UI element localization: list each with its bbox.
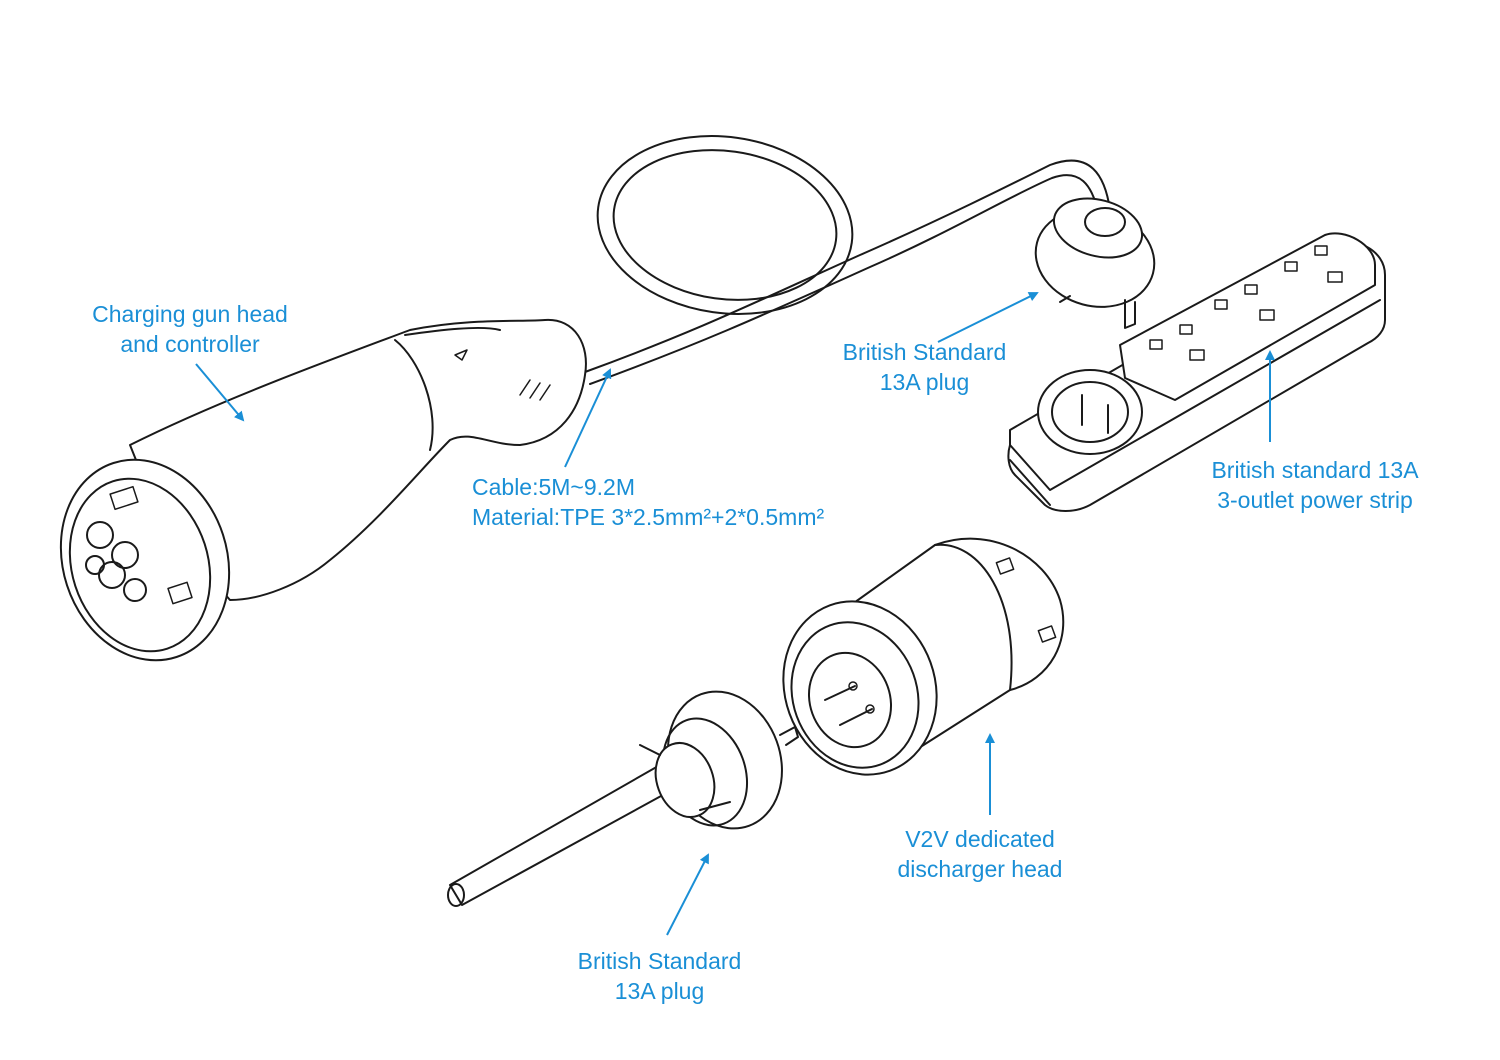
label-cable: Cable:5M~9.2M Material:TPE 3*2.5mm²+2*0.…	[472, 472, 872, 532]
label-discharger: V2V dedicated discharger head	[870, 824, 1090, 884]
label-top-plug-line1: British Standard	[842, 339, 1007, 365]
label-power-strip: British standard 13A 3-outlet power stri…	[1190, 455, 1440, 515]
label-gun-head-line1: Charging gun head	[92, 301, 288, 327]
arrow-top-plug	[937, 292, 1039, 343]
label-power-strip-line2: 3-outlet power strip	[1217, 487, 1413, 513]
callout-arrows	[195, 292, 1275, 936]
label-cable-line2: Material:TPE 3*2.5mm²+2*0.5mm²	[472, 504, 825, 530]
cable-drawing	[584, 135, 1111, 385]
arrow-cable	[564, 368, 612, 468]
label-discharger-line1: V2V dedicated	[905, 826, 1055, 852]
charging-gun-drawing	[59, 318, 587, 662]
label-discharger-line2: discharger head	[897, 856, 1063, 882]
discharger-drawing	[782, 537, 1065, 776]
label-top-plug: British Standard 13A plug	[822, 337, 1027, 397]
top-plug-drawing	[1034, 197, 1156, 329]
arrow-bottom-plug	[666, 853, 709, 936]
label-bottom-plug-line2: 13A plug	[614, 978, 705, 1004]
bottom-plug-drawing	[447, 690, 799, 907]
label-bottom-plug-line1: British Standard	[577, 948, 742, 974]
arrow-gun-head	[195, 363, 245, 422]
label-power-strip-line1: British standard 13A	[1211, 457, 1419, 483]
label-top-plug-line2: 13A plug	[879, 369, 970, 395]
label-bottom-plug: British Standard 13A plug	[557, 946, 762, 1006]
label-cable-line1: Cable:5M~9.2M	[472, 474, 635, 500]
power-strip-drawing	[1007, 232, 1386, 512]
label-gun-head: Charging gun head and controller	[70, 299, 310, 359]
label-gun-head-line2: and controller	[120, 331, 260, 357]
